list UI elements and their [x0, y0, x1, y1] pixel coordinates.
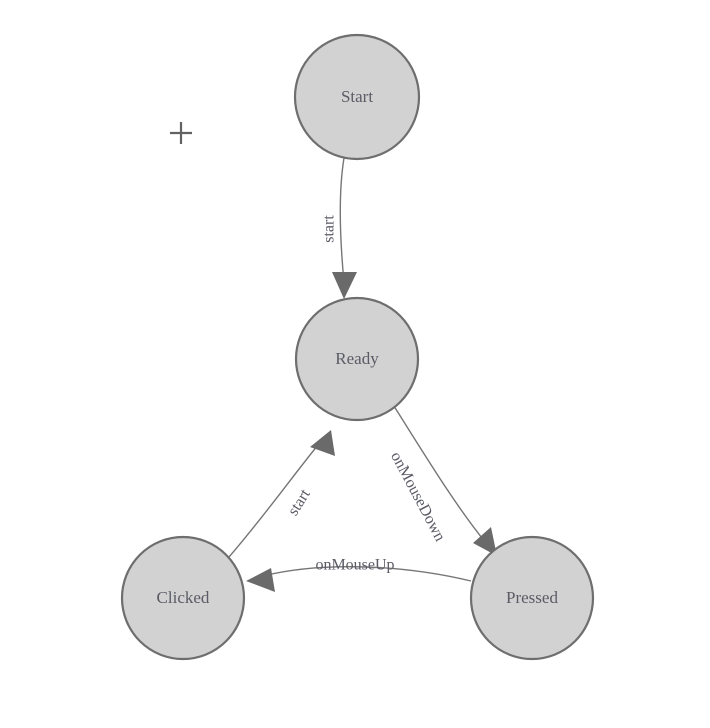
node-clicked[interactable]: Clicked [120, 535, 246, 661]
edge-clicked-to-ready-path[interactable] [228, 444, 319, 558]
node-ready-label: Ready [335, 349, 379, 368]
node-ready-circle[interactable] [294, 296, 420, 422]
edge-ready-to-pressed-label: onMouseDown [387, 449, 448, 544]
node-pressed-label: Pressed [506, 588, 558, 607]
node-clicked-circle[interactable] [120, 535, 246, 661]
edge-ready-to-pressed-path[interactable] [391, 402, 487, 544]
node-pressed[interactable]: Pressed [469, 535, 595, 661]
node-start-circle[interactable] [293, 33, 421, 161]
edge-pressed-to-clicked-path[interactable] [262, 566, 472, 582]
edge-ready-to-pressed[interactable]: onMouseDown [387, 402, 497, 556]
edge-pressed-to-clicked-arrowhead [246, 568, 275, 592]
edge-start-to-ready[interactable]: start [321, 157, 357, 299]
edge-start-to-ready-path[interactable] [339, 157, 345, 283]
edge-clicked-to-ready-label: start [285, 486, 314, 519]
node-ready[interactable]: Ready [294, 296, 420, 422]
crosshair-icon [170, 122, 192, 144]
edge-clicked-to-ready-arrowhead [310, 430, 335, 456]
edge-start-to-ready-label: start [321, 215, 338, 243]
node-start-label: Start [341, 87, 373, 106]
node-pressed-circle[interactable] [469, 535, 595, 661]
node-clicked-label: Clicked [157, 588, 210, 607]
edge-pressed-to-clicked-label: onMouseUp [315, 557, 394, 574]
edge-pressed-to-clicked[interactable]: onMouseUp [246, 557, 472, 592]
node-start[interactable]: Start [293, 33, 421, 161]
edge-start-to-ready-arrowhead [332, 272, 357, 299]
edge-clicked-to-ready[interactable]: start [228, 430, 335, 558]
edge-ready-to-pressed-arrowhead [473, 527, 497, 556]
